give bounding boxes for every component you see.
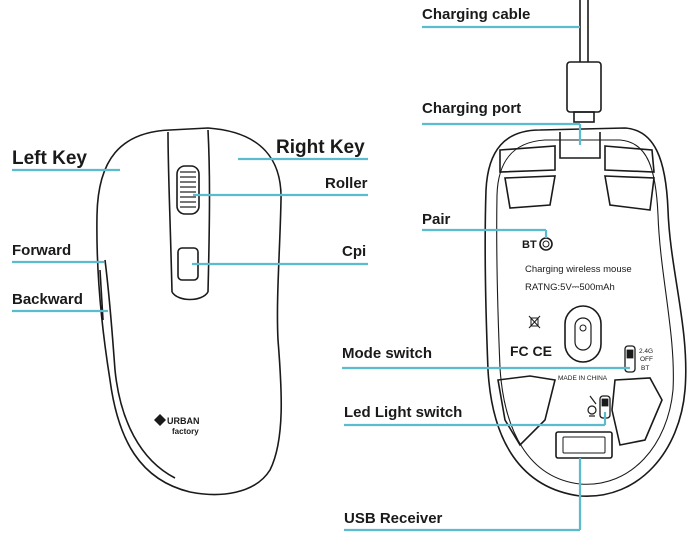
label-cpi: Cpi xyxy=(342,243,367,260)
spec-line2: RATNG:5V⎓500mAh xyxy=(525,282,615,293)
bt-text: BT xyxy=(522,239,537,251)
label-forward: Forward xyxy=(12,242,72,259)
right-key-outline xyxy=(207,129,211,293)
urban-factory-logo-icon: URBAN factory xyxy=(154,414,200,436)
glide-pad-bottom-left xyxy=(497,375,556,447)
mouse-bottom-outline xyxy=(484,127,687,497)
label-pair: Pair xyxy=(422,211,451,228)
logo-line1: URBAN xyxy=(167,416,200,426)
label-right-key: Right Key xyxy=(276,137,365,158)
glide-pad-top-right-2 xyxy=(604,175,655,211)
mode-switch-knob xyxy=(626,349,634,359)
mode-switch-shape xyxy=(624,345,636,373)
made-in-text: MADE IN CHINA xyxy=(558,375,608,382)
mode-opt-24g: 2.4G xyxy=(639,348,653,355)
cert-marks: FC CE xyxy=(510,343,552,359)
glide-pad-top-right xyxy=(604,145,655,173)
glide-pad-top-left-2 xyxy=(504,175,556,209)
pair-button-inner xyxy=(542,240,550,248)
charging-port-notch xyxy=(559,132,601,159)
sensor-inner xyxy=(574,317,592,351)
label-charging-cable: Charging cable xyxy=(422,6,531,23)
label-usb-receiver: USB Receiver xyxy=(344,510,443,527)
sensor-outer xyxy=(564,305,602,363)
roller-ridges xyxy=(180,171,196,208)
mode-opt-off: OFF xyxy=(640,356,653,363)
label-roller: Roller xyxy=(325,175,368,192)
glide-pad-top-left xyxy=(499,145,556,173)
side-grip xyxy=(104,259,176,479)
mouse-top-view xyxy=(96,127,283,496)
mode-opt-bt: BT xyxy=(641,365,649,372)
weee-bin-icon xyxy=(528,315,541,329)
spec-line1: Charging wireless mouse xyxy=(525,264,632,275)
glide-pad-bottom-right xyxy=(611,377,663,446)
label-led-light-switch: Led Light switch xyxy=(344,404,463,421)
mouse-top-outline xyxy=(96,127,283,496)
label-backward: Backward xyxy=(12,291,83,308)
mouse-bottom-view xyxy=(484,127,687,497)
leader-lines xyxy=(12,25,630,532)
label-charging-port: Charging port xyxy=(422,100,522,117)
label-left-key: Left Key xyxy=(12,148,87,169)
label-mode-switch: Mode switch xyxy=(342,345,433,362)
led-switch-knob xyxy=(601,398,609,407)
roller-shape xyxy=(176,165,200,215)
pair-button-shape xyxy=(539,237,553,251)
usb-receiver-inner xyxy=(562,436,606,454)
led-bulb-icon xyxy=(587,395,597,417)
logo-line2: factory xyxy=(172,427,199,436)
charging-cable-drawing xyxy=(566,0,602,123)
sensor-lens xyxy=(579,324,587,332)
usb-receiver-slot xyxy=(555,431,613,459)
left-key-outline xyxy=(167,131,173,293)
center-channel xyxy=(171,291,209,301)
